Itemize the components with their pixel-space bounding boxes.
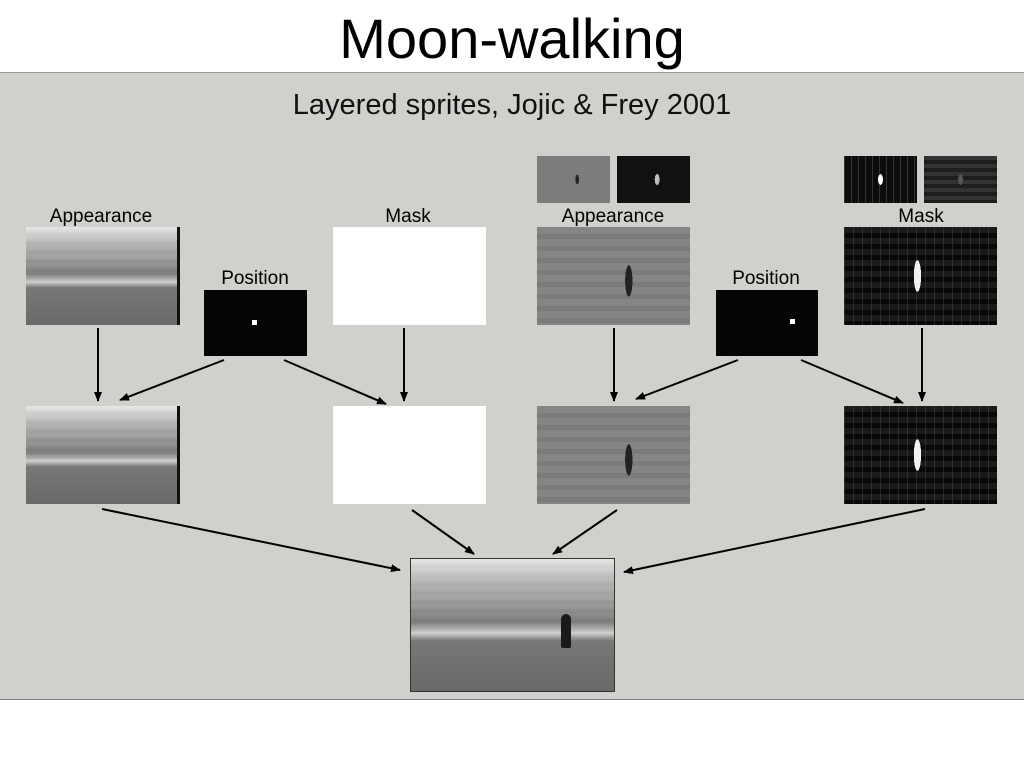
- shifted-background-mask-image: [333, 406, 486, 504]
- arrow: [800, 359, 904, 404]
- figure-title: Layered sprites, Jojic & Frey 2001: [292, 89, 732, 121]
- position-label-left: Position: [221, 268, 289, 289]
- arrow: [119, 359, 225, 401]
- thumbnail-mask-1: [844, 156, 917, 203]
- position-dot: [252, 320, 257, 325]
- sprite-position-image: [716, 290, 818, 356]
- appearance-label-left: Appearance: [49, 206, 153, 227]
- position-dot: [790, 319, 795, 324]
- sprite-appearance-image: [537, 227, 690, 325]
- thumbnail-mask-2: [924, 156, 997, 203]
- background-mask-image: [333, 227, 486, 325]
- shifted-sprite-mask-image: [844, 406, 997, 504]
- appearance-label-right: Appearance: [561, 206, 665, 227]
- arrow: [635, 359, 739, 400]
- background-appearance-image: [26, 227, 180, 325]
- thumbnail-appearance-1: [537, 156, 610, 203]
- flow-arrows: [94, 328, 926, 575]
- arrow: [283, 359, 387, 405]
- thumbnail-appearance-2: [617, 156, 690, 203]
- arrow: [623, 508, 926, 575]
- walking-person: [561, 614, 571, 648]
- arrow: [411, 509, 475, 555]
- sprite-mask-image: [844, 227, 997, 325]
- background-position-image: [204, 290, 307, 356]
- figure-panel: Layered sprites, Jojic & Frey 2001 Appea…: [0, 72, 1024, 700]
- arrow: [552, 509, 618, 555]
- composite-output-image: [410, 558, 615, 692]
- position-label-right: Position: [732, 268, 800, 289]
- arrow: [101, 508, 401, 573]
- mask-label-right: Mask: [898, 206, 944, 227]
- shifted-sprite-appearance-image: [537, 406, 690, 504]
- shifted-background-appearance-image: [26, 406, 180, 504]
- slide-title: Moon-walking: [339, 7, 685, 70]
- mask-label-left: Mask: [385, 206, 431, 227]
